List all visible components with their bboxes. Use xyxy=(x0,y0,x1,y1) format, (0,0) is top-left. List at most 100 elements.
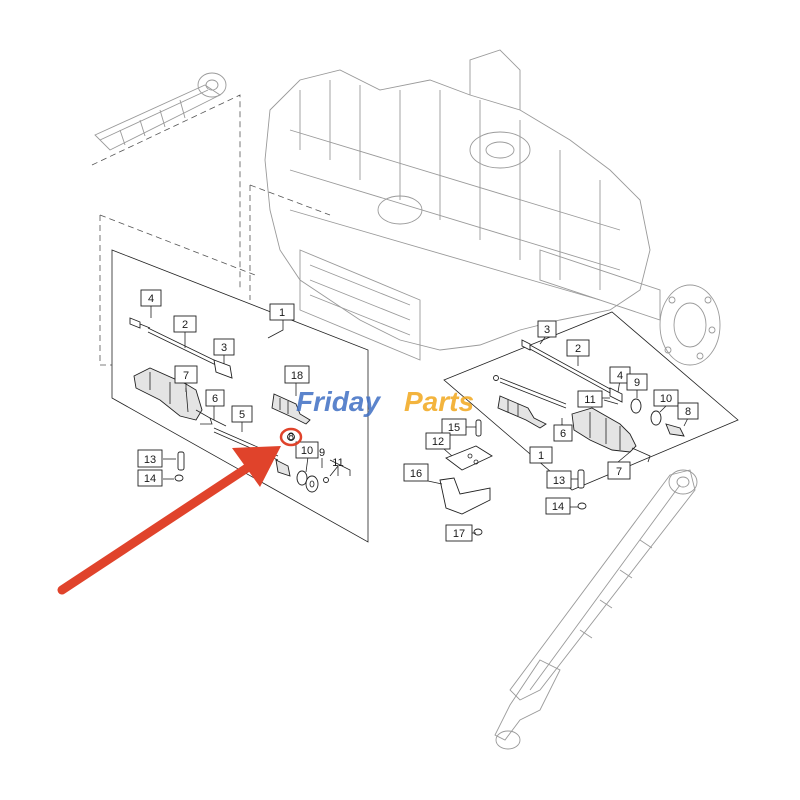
callout-left-9: 9 xyxy=(319,447,325,459)
svg-text:14: 14 xyxy=(552,501,564,513)
left-assembly-panel xyxy=(111,249,369,543)
right-part-3 xyxy=(521,339,531,351)
svg-text:2: 2 xyxy=(182,319,188,331)
callout-left-3: 3 xyxy=(213,338,235,356)
callout-right-15: 15 xyxy=(441,418,467,436)
left-part-14 xyxy=(174,474,184,482)
svg-text:Friday: Friday xyxy=(296,386,381,417)
svg-text:2: 2 xyxy=(575,343,581,355)
left-part-18 xyxy=(271,393,311,425)
left-part-9-ring xyxy=(296,470,308,486)
left-part-7 xyxy=(133,367,213,425)
callout-right-8: 8 xyxy=(677,402,699,420)
upper-lift-arm-ghost xyxy=(94,72,227,151)
svg-text:3: 3 xyxy=(221,342,227,354)
svg-text:17: 17 xyxy=(453,528,465,540)
svg-text:1: 1 xyxy=(279,307,285,319)
callout-left-11: 11 xyxy=(332,457,343,469)
left-part-11 xyxy=(305,475,319,493)
callout-right-10: 10 xyxy=(653,389,679,407)
svg-text:13: 13 xyxy=(144,454,156,466)
svg-text:9: 9 xyxy=(319,447,325,459)
svg-text:3: 3 xyxy=(544,324,550,336)
right-part-16 xyxy=(439,477,491,515)
right-part-9-ring xyxy=(630,398,642,414)
right-filter xyxy=(497,395,547,429)
right-assembly-panel xyxy=(439,311,739,536)
callout-right-3: 3 xyxy=(537,320,557,338)
svg-text:10: 10 xyxy=(660,393,672,405)
svg-text:4: 4 xyxy=(148,293,154,305)
callout-left-6: 6 xyxy=(205,389,225,407)
right-part-11 xyxy=(603,399,619,405)
right-part-long-rod xyxy=(499,377,567,409)
highlight-arrow-head xyxy=(232,446,281,487)
callout-right-13: 13 xyxy=(546,470,572,489)
svg-text:11: 11 xyxy=(332,457,343,469)
callout-right-7: 7 xyxy=(607,461,631,480)
right-part-14 xyxy=(577,502,587,510)
svg-text:12: 12 xyxy=(432,436,444,448)
svg-text:13: 13 xyxy=(553,475,565,487)
lower-lift-link-ghost xyxy=(494,469,698,750)
watermark-logo: Friday Parts xyxy=(296,386,474,417)
left-part-3 xyxy=(213,359,233,379)
svg-text:4: 4 xyxy=(617,370,623,382)
svg-text:7: 7 xyxy=(183,370,189,382)
svg-text:8: 8 xyxy=(685,406,691,418)
highlight-marker xyxy=(57,427,303,595)
left-part-13 xyxy=(177,451,185,471)
right-part-2-rod xyxy=(529,344,613,395)
callout-right-6: 6 xyxy=(553,424,573,442)
svg-text:18: 18 xyxy=(291,370,303,382)
right-part-7 xyxy=(571,407,651,463)
svg-text:10: 10 xyxy=(301,445,313,457)
callout-right-14: 14 xyxy=(545,497,571,515)
axle-housing-ghost xyxy=(264,49,721,366)
callout-left-1: 1 xyxy=(269,303,295,321)
left-part-6 xyxy=(209,417,227,427)
right-part-15 xyxy=(475,419,482,437)
svg-text:9: 9 xyxy=(634,377,640,389)
svg-text:11: 11 xyxy=(584,394,595,406)
left-part-10 xyxy=(275,459,291,477)
callout-right-9: 9 xyxy=(626,373,648,391)
left-part-4 xyxy=(129,317,151,329)
right-part-17 xyxy=(473,528,483,536)
callout-right-1: 1 xyxy=(529,446,553,464)
left-part-2-rod xyxy=(147,327,219,367)
callout-right-2: 2 xyxy=(566,339,590,357)
right-part-4 xyxy=(609,387,623,403)
left-part-8 xyxy=(287,433,295,441)
callout-left-8: 8 xyxy=(288,431,294,443)
callout-right-16: 16 xyxy=(403,463,429,482)
callout-left-18: 18 xyxy=(284,365,310,384)
right-part-8 xyxy=(665,423,685,437)
svg-text:15: 15 xyxy=(448,422,460,434)
callout-left-4: 4 xyxy=(140,289,162,307)
svg-text:Parts: Parts xyxy=(404,386,474,417)
callout-left-2: 2 xyxy=(173,315,197,333)
callouts-right: 3 2 4 9 11 10 8 6 1 7 15 12 16 17 13 14 xyxy=(403,320,699,542)
highlight-circle xyxy=(279,427,303,447)
svg-text:1: 1 xyxy=(538,450,544,462)
svg-text:5: 5 xyxy=(239,409,245,421)
svg-text:16: 16 xyxy=(410,468,422,480)
callout-left-5: 5 xyxy=(231,405,253,423)
right-part-12 xyxy=(445,445,493,471)
callout-left-14: 14 xyxy=(137,469,163,487)
right-part-13 xyxy=(577,469,585,489)
svg-text:7: 7 xyxy=(616,466,622,478)
callout-right-17: 17 xyxy=(445,524,473,542)
highlight-arrow-shaft xyxy=(57,461,255,595)
callouts-left: 4 2 3 7 6 5 1 18 8 10 9 11 13 14 xyxy=(137,289,344,487)
svg-text:6: 6 xyxy=(560,428,566,440)
callout-left-13: 13 xyxy=(137,449,163,468)
callout-right-12: 12 xyxy=(425,432,451,450)
svg-text:14: 14 xyxy=(144,473,156,485)
callout-right-11: 11 xyxy=(577,390,603,408)
callout-left-10: 10 xyxy=(295,441,319,459)
svg-text:8: 8 xyxy=(288,431,294,443)
reference-lines xyxy=(91,94,331,366)
